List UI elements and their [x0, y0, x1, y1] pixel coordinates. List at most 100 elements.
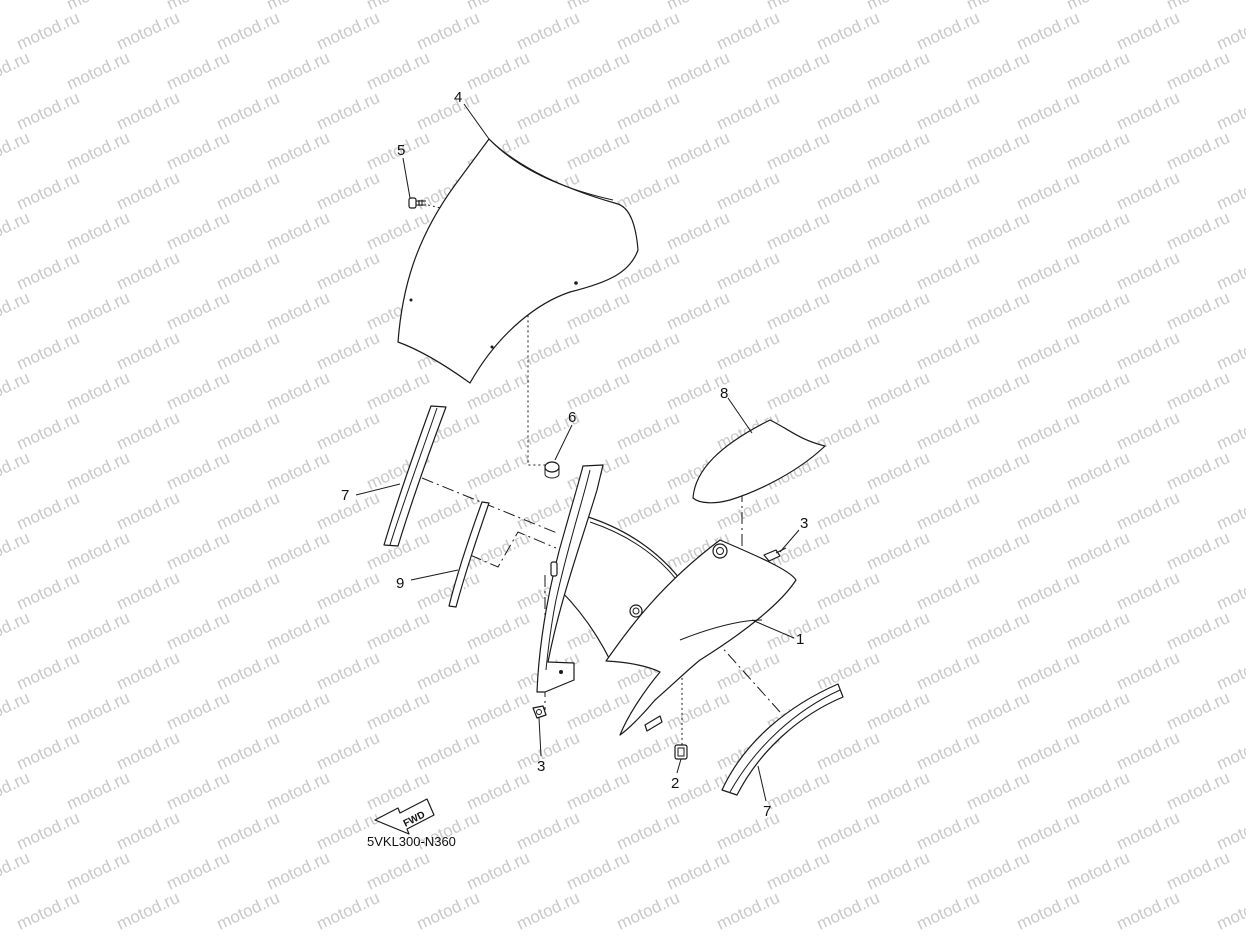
watermark-text: motod.ru	[14, 248, 83, 294]
watermark-text: motod.ru	[614, 488, 683, 534]
watermark-text: motod.ru	[814, 248, 883, 294]
watermark-text: motod.ru	[1114, 648, 1183, 694]
watermark-text: motod.ru	[1014, 8, 1083, 54]
watermark-text: motod.ru	[364, 48, 433, 94]
watermark-text: motod.ru	[764, 48, 833, 94]
watermark-text: motod.ru	[264, 848, 333, 894]
watermark-text: motod.ru	[614, 728, 683, 774]
watermark-text: motod.ru	[564, 368, 633, 414]
watermark-text: motod.ru	[964, 528, 1033, 574]
watermark-text: motod.ru	[964, 448, 1033, 494]
watermark-text: motod.ru	[1014, 328, 1083, 374]
watermark-text: motod.ru	[1114, 568, 1183, 614]
watermark-text: motod.ru	[714, 888, 783, 934]
watermark-text: motod.ru	[214, 168, 283, 214]
screw-part	[408, 197, 426, 209]
watermark-text: motod.ru	[264, 608, 333, 654]
watermark-text: motod.ru	[1114, 808, 1183, 854]
watermark-text: motod.ru	[0, 848, 32, 894]
watermark-text: motod.ru	[514, 728, 583, 774]
callout-labels: 4 5 6 7 9 8 3 1 3 2 7	[341, 89, 808, 820]
callout-7b: 7	[763, 803, 771, 820]
watermark-text: motod.ru	[1214, 8, 1246, 54]
watermark-text: motod.ru	[364, 608, 433, 654]
watermark-text: motod.ru	[64, 688, 133, 734]
watermark-text: motod.ru	[1214, 168, 1246, 214]
watermark-text: motod.ru	[264, 128, 333, 174]
watermark-text: motod.ru	[814, 728, 883, 774]
watermark-text: motod.ru	[1164, 528, 1233, 574]
inner-trim-part	[448, 501, 490, 608]
watermark-text: motod.ru	[714, 648, 783, 694]
watermark-text: motod.ru	[514, 8, 583, 54]
watermark-text: motod.ru	[664, 688, 733, 734]
watermark-text: motod.ru	[314, 568, 383, 614]
watermark-text: motod.ru	[464, 688, 533, 734]
watermark-text: motod.ru	[14, 568, 83, 614]
watermark-text: motod.ru	[864, 368, 933, 414]
watermark-text: motod.ru	[1014, 728, 1083, 774]
watermark-text: motod.ru	[1214, 328, 1246, 374]
watermark-text: motod.ru	[514, 88, 583, 134]
watermark-text: motod.ru	[514, 328, 583, 374]
watermark-text: motod.ru	[964, 688, 1033, 734]
watermark-text: motod.ru	[814, 488, 883, 534]
watermark-text: motod.ru	[614, 408, 683, 454]
watermark-text: motod.ru	[114, 568, 183, 614]
watermark-text: motod.ru	[1014, 88, 1083, 134]
watermark-text: motod.ru	[1114, 248, 1183, 294]
watermark-text: motod.ru	[164, 368, 233, 414]
windscreen-part	[397, 138, 639, 384]
clip-part	[674, 744, 688, 760]
watermark-text: motod.ru	[814, 328, 883, 374]
watermark-text: motod.ru	[314, 408, 383, 454]
watermark-text: motod.ru	[1064, 528, 1133, 574]
fairing-bracket-part	[536, 464, 604, 693]
watermark-text: motod.ru	[0, 368, 32, 414]
watermark-text: motod.ru	[864, 768, 933, 814]
watermark-text: motod.ru	[1014, 808, 1083, 854]
watermark-text: motod.ru	[1014, 168, 1083, 214]
watermark-text: motod.ru	[314, 88, 383, 134]
watermark-text: motod.ru	[214, 328, 283, 374]
watermark-text: motod.ru	[814, 808, 883, 854]
watermark-text: motod.ru	[114, 8, 183, 54]
watermark-text: motod.ru	[1064, 608, 1133, 654]
watermark-text: motod.ru	[14, 648, 83, 694]
watermark-text: motod.ru	[214, 248, 283, 294]
watermark-text: motod.ru	[764, 128, 833, 174]
watermark-text: motod.ru	[814, 168, 883, 214]
watermark-text: motod.ru	[664, 208, 733, 254]
watermark-text: motod.ru	[864, 848, 933, 894]
watermark-text: motod.ru	[564, 768, 633, 814]
watermark-text: motod.ru	[964, 608, 1033, 654]
watermark-text: motod.ru	[0, 128, 32, 174]
watermark-text: motod.ru	[1214, 88, 1246, 134]
watermark-text: motod.ru	[914, 888, 983, 934]
watermark-text: motod.ru	[0, 0, 32, 14]
watermark-text: motod.ru	[714, 88, 783, 134]
watermark-text: motod.ru	[214, 648, 283, 694]
watermark-text: motod.ru	[264, 288, 333, 334]
watermark-text: motod.ru	[864, 208, 933, 254]
watermark-text: motod.ru	[0, 528, 32, 574]
watermark-text: motod.ru	[114, 808, 183, 854]
watermark-text: motod.ru	[114, 328, 183, 374]
watermark-text: motod.ru	[614, 808, 683, 854]
watermark-text: motod.ru	[714, 808, 783, 854]
watermark-text: motod.ru	[564, 128, 633, 174]
watermark-text: motod.ru	[164, 48, 233, 94]
watermark-text: motod.ru	[214, 728, 283, 774]
watermark-text: motod.ru	[314, 648, 383, 694]
watermark-text: motod.ru	[214, 488, 283, 534]
watermark-text: motod.ru	[1114, 488, 1183, 534]
watermark-text: motod.ru	[664, 48, 733, 94]
nut-part-lower	[532, 705, 547, 719]
watermark-text: motod.ru	[64, 448, 133, 494]
watermark-text: motod.ru	[214, 88, 283, 134]
watermark-text: motod.ru	[814, 648, 883, 694]
callout-3a: 3	[800, 515, 808, 532]
watermark-text: motod.ru	[114, 248, 183, 294]
watermark-text: motod.ru	[14, 88, 83, 134]
watermark-text: motod.ru	[314, 8, 383, 54]
